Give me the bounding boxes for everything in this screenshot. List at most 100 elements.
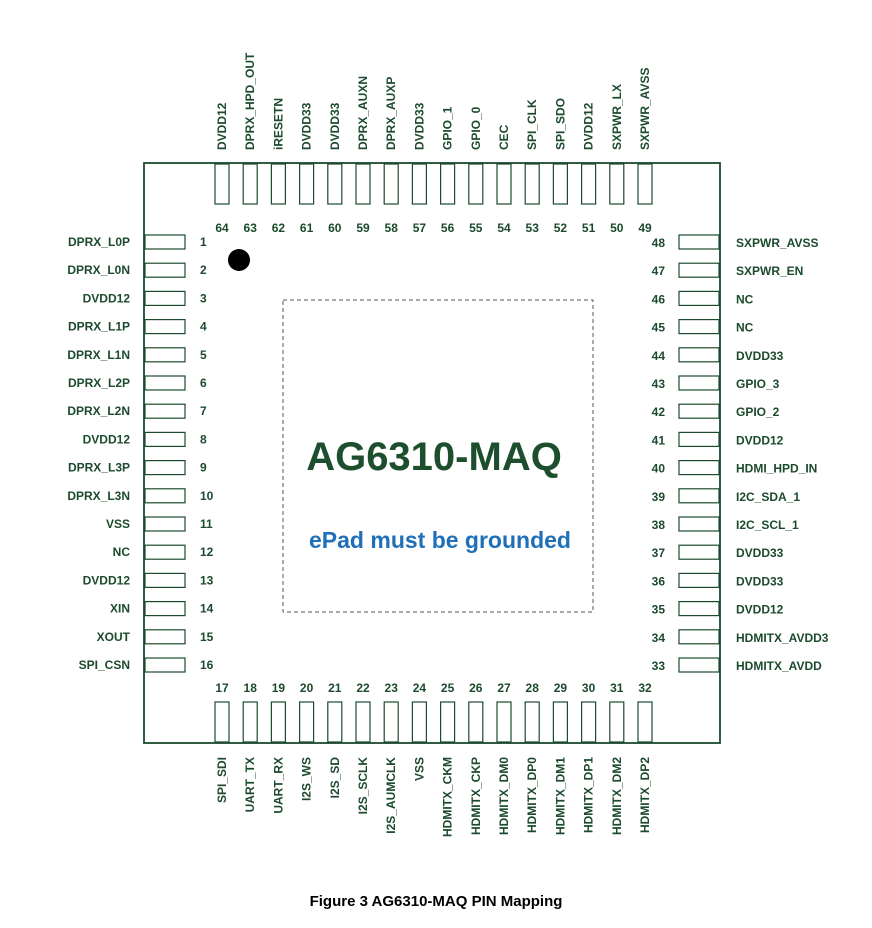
top-pin — [637, 163, 653, 205]
left-pin — [144, 375, 186, 391]
right-pin-name: DVDD33 — [736, 574, 784, 588]
left-pin-number: 10 — [200, 489, 214, 503]
right-pin — [678, 544, 720, 560]
right-pin-pad — [678, 657, 720, 673]
bottom-pin — [468, 701, 484, 743]
right-pin-number: 33 — [652, 659, 666, 673]
top-pin-pad — [299, 163, 315, 205]
top-pin — [270, 163, 286, 205]
bottom-pin-pad — [609, 701, 625, 743]
right-pin-name: DVDD33 — [736, 349, 784, 363]
bottom-pin-pad — [468, 701, 484, 743]
left-pin — [144, 488, 186, 504]
chip-package-outline — [143, 162, 721, 744]
top-pin-name: DVDD33 — [328, 102, 342, 150]
right-pin — [678, 488, 720, 504]
bottom-pin-number: 21 — [328, 681, 342, 695]
right-pin-pad — [678, 262, 720, 278]
right-pin-pad — [678, 600, 720, 617]
bottom-pin-name: HDMITX_DM1 — [553, 757, 567, 835]
right-pin-pad — [678, 347, 720, 363]
bottom-pin-name: HDMITX_DM0 — [497, 757, 511, 835]
bottom-pin-name: HDMITX_DP1 — [582, 757, 596, 833]
right-pin — [678, 319, 720, 335]
top-pin — [242, 163, 258, 205]
right-pin-name: SXPWR_EN — [736, 264, 803, 278]
bottom-pin-pad — [524, 701, 540, 743]
bottom-pin-number: 22 — [356, 681, 370, 695]
bottom-pin-pad — [242, 701, 258, 743]
right-pin-pad — [678, 234, 720, 250]
bottom-pin — [355, 701, 371, 743]
right-pin — [678, 375, 720, 391]
left-pin-number: 1 — [200, 235, 207, 249]
left-pin — [144, 403, 186, 419]
top-pin-number: 61 — [300, 221, 314, 235]
top-pin-pad — [580, 163, 597, 205]
top-pin — [327, 163, 343, 205]
bottom-pin-number: 31 — [610, 681, 624, 695]
bottom-pin-name: I2S_WS — [300, 757, 314, 801]
bottom-pin-number: 30 — [582, 681, 596, 695]
left-pin-name: XIN — [110, 602, 130, 616]
left-pin-pad — [144, 657, 186, 673]
right-pin-name: NC — [736, 321, 754, 335]
right-pin-number: 44 — [652, 349, 666, 363]
top-pin-number: 49 — [638, 221, 652, 235]
bottom-pin-name: HDMITX_DP2 — [638, 757, 652, 833]
top-pin-pad — [637, 163, 653, 205]
left-pin-name: DPRX_L0N — [67, 263, 130, 277]
right-pin-name: DVDD33 — [736, 546, 784, 560]
left-pin-name: DPRX_L3N — [67, 489, 130, 503]
right-pin — [678, 431, 720, 447]
top-pin-name: DPRX_HPD_OUT — [243, 52, 257, 150]
right-pin-pad — [678, 629, 720, 645]
left-pin-pad — [144, 234, 186, 250]
left-pin — [144, 234, 186, 250]
bottom-pin-name: SPI_SDI — [215, 757, 229, 803]
top-pin — [383, 163, 399, 205]
left-pin-number: 14 — [200, 602, 214, 616]
right-pin-number: 38 — [652, 518, 666, 532]
right-pin — [678, 234, 720, 250]
bottom-pin-pad — [355, 701, 371, 743]
bottom-pin-name: HDMITX_DM2 — [610, 757, 624, 835]
left-pin — [144, 431, 186, 447]
top-pin-name: DVDD33 — [412, 102, 426, 150]
left-pin-pad — [144, 544, 186, 560]
bottom-pin-pad — [270, 701, 286, 743]
bottom-pin-pad — [411, 701, 427, 743]
bottom-pin — [609, 701, 625, 743]
left-pin-number: 13 — [200, 573, 214, 587]
bottom-pin — [214, 701, 230, 743]
top-pin-pad — [524, 163, 540, 205]
bottom-pin-number: 28 — [526, 681, 540, 695]
top-pin — [552, 163, 569, 205]
top-pin-number: 56 — [441, 221, 455, 235]
bottom-pin-name: I2S_SD — [328, 757, 342, 799]
left-pin-number: 6 — [200, 376, 207, 390]
left-pin — [144, 460, 186, 476]
right-pin-pad — [678, 572, 720, 589]
top-pin-pad — [214, 163, 230, 205]
top-pin-pad — [242, 163, 258, 205]
right-pin-pad — [678, 460, 720, 476]
bottom-pin-pad — [214, 701, 230, 743]
pin-mapping-diagram: AG6310-MAQ ePad must be grounded DPRX_L0… — [67, 52, 828, 837]
left-pin-name: DPRX_L2N — [67, 404, 130, 418]
bottom-pin-number: 29 — [554, 681, 568, 695]
bottom-pin-number: 17 — [215, 681, 229, 695]
right-pin-name: GPIO_3 — [736, 377, 780, 391]
bottom-pin-number: 19 — [272, 681, 286, 695]
right-pin-pad — [678, 544, 720, 560]
bottom-pin-name: HDMITX_DP0 — [525, 757, 539, 833]
left-pin-name: DVDD12 — [83, 573, 131, 587]
left-pin — [144, 629, 186, 645]
right-pin-number: 36 — [652, 574, 666, 588]
right-pin-name: DVDD12 — [736, 603, 784, 617]
right-pin-pad — [678, 431, 720, 447]
left-pin-number: 15 — [200, 630, 214, 644]
top-pin-name: SXPWR_AVSS — [638, 68, 652, 150]
top-pin-name: DVDD33 — [300, 102, 314, 150]
